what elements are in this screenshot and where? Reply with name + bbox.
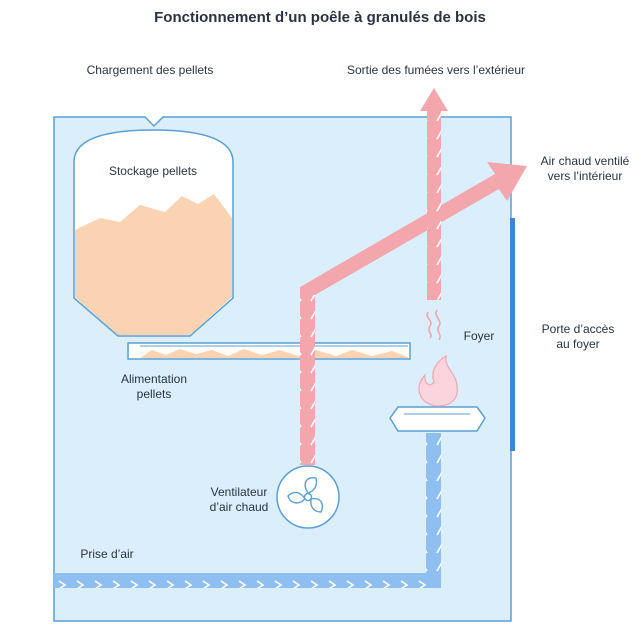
label-stockage: Stockage pellets: [109, 164, 197, 178]
label-chargement: Chargement des pellets: [87, 63, 214, 77]
door-panel: [510, 218, 515, 451]
label-air-chaud-line1: Air chaud ventilé: [541, 154, 630, 168]
label-prise-air: Prise d’air: [80, 547, 133, 561]
fan-icon: [276, 465, 340, 529]
smoke-exhaust-duct: [420, 88, 448, 300]
label-foyer: Foyer: [464, 329, 495, 343]
label-porte-line1: Porte d’accès: [542, 322, 615, 336]
burner: [389, 406, 486, 432]
label-sortie-fumees: Sortie des fumées vers l’extérieur: [347, 63, 525, 77]
label-ventilateur-line1: Ventilateur: [211, 485, 268, 499]
label-porte-line2: au foyer: [556, 337, 599, 351]
diagram-title: Fonctionnement d’un poêle à granulés de …: [154, 9, 486, 26]
pellet-storage-tank: [73, 129, 234, 337]
label-alimentation-line2: pellets: [137, 387, 172, 401]
label-ventilateur-line2: d’air chaud: [210, 500, 269, 514]
air-intake-duct: [54, 433, 441, 588]
hot-air-duct: [300, 162, 527, 465]
label-air-chaud-line2: vers l’intérieur: [548, 169, 623, 183]
label-alimentation-line1: Alimentation: [121, 372, 187, 386]
smoke-icon: [426, 309, 441, 341]
feed-channel: [127, 342, 411, 360]
flame-icon: [418, 354, 458, 407]
